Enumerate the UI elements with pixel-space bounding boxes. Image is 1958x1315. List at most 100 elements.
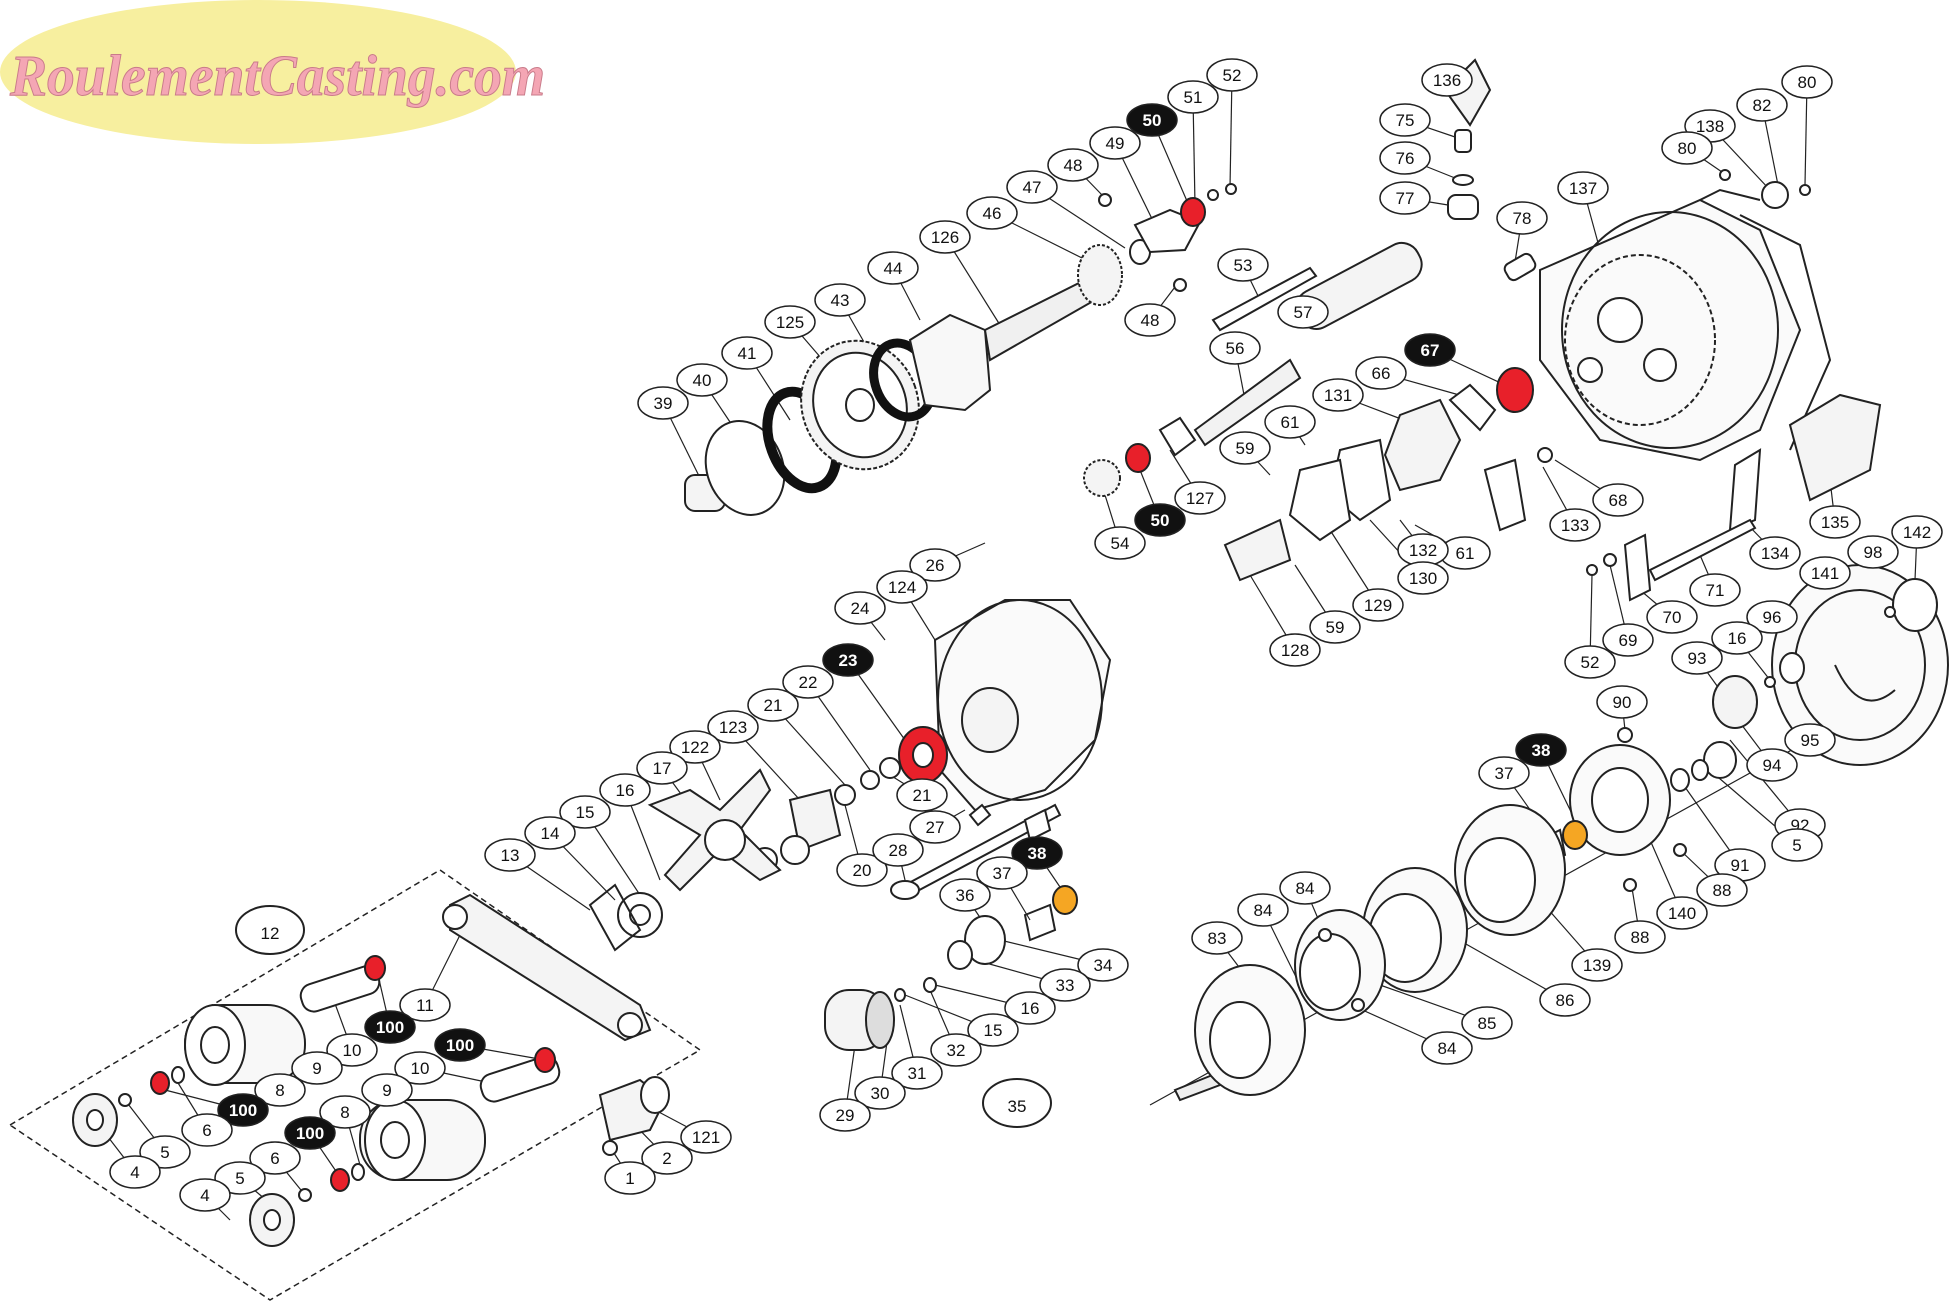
part-callout-133[interactable]: 133 bbox=[1549, 508, 1601, 542]
part-callout-88a[interactable]: 88 bbox=[1696, 873, 1748, 907]
part-callout-24[interactable]: 24 bbox=[834, 591, 886, 625]
part-callout-9a[interactable]: 9 bbox=[291, 1051, 343, 1085]
part-callout-78[interactable]: 78 bbox=[1496, 201, 1548, 235]
part-callout-23[interactable]: 23 bbox=[822, 643, 874, 677]
part-callout-27[interactable]: 27 bbox=[909, 810, 961, 844]
part-callout-30[interactable]: 30 bbox=[854, 1076, 906, 1110]
part-callout-34[interactable]: 34 bbox=[1077, 948, 1129, 982]
part-callout-6a[interactable]: 6 bbox=[181, 1113, 233, 1147]
part-callout-100d[interactable]: 100 bbox=[284, 1116, 336, 1150]
part-callout-10a[interactable]: 10 bbox=[326, 1033, 378, 1067]
part-callout-136[interactable]: 136 bbox=[1421, 63, 1473, 97]
part-callout-15b[interactable]: 15 bbox=[967, 1013, 1019, 1047]
part-callout-46[interactable]: 46 bbox=[966, 196, 1018, 230]
part-callout-76[interactable]: 76 bbox=[1379, 141, 1431, 175]
part-callout-80b[interactable]: 80 bbox=[1661, 131, 1713, 165]
part-callout-26[interactable]: 26 bbox=[909, 548, 961, 582]
part-callout-52a[interactable]: 52 bbox=[1206, 58, 1258, 92]
part-callout-47[interactable]: 47 bbox=[1006, 170, 1058, 204]
part-callout-16b[interactable]: 16 bbox=[1004, 991, 1056, 1025]
part-callout-90[interactable]: 90 bbox=[1596, 685, 1648, 719]
part-callout-33[interactable]: 33 bbox=[1039, 968, 1091, 1002]
part-callout-29[interactable]: 29 bbox=[819, 1098, 871, 1132]
part-callout-61b[interactable]: 61 bbox=[1439, 536, 1491, 570]
part-callout-126[interactable]: 126 bbox=[919, 220, 971, 254]
part-callout-131[interactable]: 131 bbox=[1312, 378, 1364, 412]
part-callout-67[interactable]: 67 bbox=[1404, 333, 1456, 367]
part-callout-32[interactable]: 32 bbox=[930, 1033, 982, 1067]
part-callout-40[interactable]: 40 bbox=[676, 363, 728, 397]
part-callout-41[interactable]: 41 bbox=[721, 336, 773, 370]
part-callout-54[interactable]: 54 bbox=[1094, 526, 1146, 560]
part-callout-21b[interactable]: 21 bbox=[896, 778, 948, 812]
part-callout-16a[interactable]: 16 bbox=[1711, 621, 1763, 655]
part-callout-43[interactable]: 43 bbox=[814, 283, 866, 317]
part-callout-123[interactable]: 123 bbox=[707, 710, 759, 744]
part-callout-85[interactable]: 85 bbox=[1461, 1006, 1513, 1040]
part-callout-95[interactable]: 95 bbox=[1784, 723, 1836, 757]
part-callout-49[interactable]: 49 bbox=[1089, 126, 1141, 160]
part-callout-8b[interactable]: 8 bbox=[319, 1095, 371, 1129]
part-callout-36[interactable]: 36 bbox=[939, 878, 991, 912]
part-callout-83[interactable]: 83 bbox=[1191, 921, 1243, 955]
part-callout-37a[interactable]: 37 bbox=[1478, 756, 1530, 790]
part-callout-22[interactable]: 22 bbox=[782, 665, 834, 699]
part-callout-129[interactable]: 129 bbox=[1352, 588, 1404, 622]
part-callout-21a[interactable]: 21 bbox=[747, 688, 799, 722]
part-callout-16c[interactable]: 16 bbox=[599, 773, 651, 807]
part-callout-28[interactable]: 28 bbox=[872, 833, 924, 867]
part-callout-10b[interactable]: 10 bbox=[394, 1051, 446, 1085]
part-callout-124[interactable]: 124 bbox=[876, 570, 928, 604]
part-callout-82[interactable]: 82 bbox=[1736, 88, 1788, 122]
part-callout-122[interactable]: 122 bbox=[669, 730, 721, 764]
part-callout-39[interactable]: 39 bbox=[637, 386, 689, 420]
part-callout-44[interactable]: 44 bbox=[867, 251, 919, 285]
part-callout-139[interactable]: 139 bbox=[1571, 948, 1623, 982]
part-callout-98[interactable]: 98 bbox=[1847, 535, 1899, 569]
part-callout-5a[interactable]: 5 bbox=[1771, 828, 1823, 862]
part-callout-59b[interactable]: 59 bbox=[1309, 610, 1361, 644]
part-callout-100b[interactable]: 100 bbox=[217, 1093, 269, 1127]
part-callout-84c[interactable]: 84 bbox=[1421, 1031, 1473, 1065]
part-callout-20[interactable]: 20 bbox=[836, 853, 888, 887]
part-callout-35[interactable]: 35 bbox=[982, 1078, 1052, 1128]
part-callout-132[interactable]: 132 bbox=[1397, 533, 1449, 567]
part-callout-48b[interactable]: 48 bbox=[1124, 303, 1176, 337]
part-callout-68[interactable]: 68 bbox=[1592, 483, 1644, 517]
part-callout-80a[interactable]: 80 bbox=[1781, 65, 1833, 99]
part-callout-5c[interactable]: 5 bbox=[214, 1161, 266, 1195]
part-callout-94[interactable]: 94 bbox=[1746, 748, 1798, 782]
part-callout-77[interactable]: 77 bbox=[1379, 181, 1431, 215]
part-callout-86[interactable]: 86 bbox=[1539, 983, 1591, 1017]
part-callout-130[interactable]: 130 bbox=[1397, 561, 1449, 595]
part-callout-17[interactable]: 17 bbox=[636, 751, 688, 785]
part-callout-128[interactable]: 128 bbox=[1269, 633, 1321, 667]
part-callout-8a[interactable]: 8 bbox=[254, 1073, 306, 1107]
part-callout-52b[interactable]: 52 bbox=[1564, 645, 1616, 679]
part-callout-12[interactable]: 12 bbox=[235, 905, 305, 955]
part-callout-11[interactable]: 11 bbox=[399, 988, 451, 1022]
part-callout-100c[interactable]: 100 bbox=[434, 1028, 486, 1062]
part-callout-14[interactable]: 14 bbox=[524, 816, 576, 850]
part-callout-70[interactable]: 70 bbox=[1646, 600, 1698, 634]
part-callout-37b[interactable]: 37 bbox=[976, 856, 1028, 890]
part-callout-125[interactable]: 125 bbox=[764, 305, 816, 339]
part-callout-141[interactable]: 141 bbox=[1799, 556, 1851, 590]
part-callout-93[interactable]: 93 bbox=[1671, 641, 1723, 675]
part-callout-135[interactable]: 135 bbox=[1809, 505, 1861, 539]
part-callout-84a[interactable]: 84 bbox=[1279, 871, 1331, 905]
part-callout-75[interactable]: 75 bbox=[1379, 103, 1431, 137]
part-callout-15a[interactable]: 15 bbox=[559, 795, 611, 829]
part-callout-137[interactable]: 137 bbox=[1557, 171, 1609, 205]
part-callout-31[interactable]: 31 bbox=[891, 1056, 943, 1090]
part-callout-100a[interactable]: 100 bbox=[364, 1010, 416, 1044]
part-callout-96[interactable]: 96 bbox=[1746, 600, 1798, 634]
part-callout-59a[interactable]: 59 bbox=[1219, 431, 1271, 465]
part-callout-61a[interactable]: 61 bbox=[1264, 405, 1316, 439]
part-callout-127[interactable]: 127 bbox=[1174, 481, 1226, 515]
part-callout-4b[interactable]: 4 bbox=[179, 1178, 231, 1212]
part-callout-1[interactable]: 1 bbox=[604, 1161, 656, 1195]
part-callout-50a[interactable]: 50 bbox=[1126, 103, 1178, 137]
part-callout-6b[interactable]: 6 bbox=[249, 1141, 301, 1175]
part-callout-4a[interactable]: 4 bbox=[109, 1155, 161, 1189]
